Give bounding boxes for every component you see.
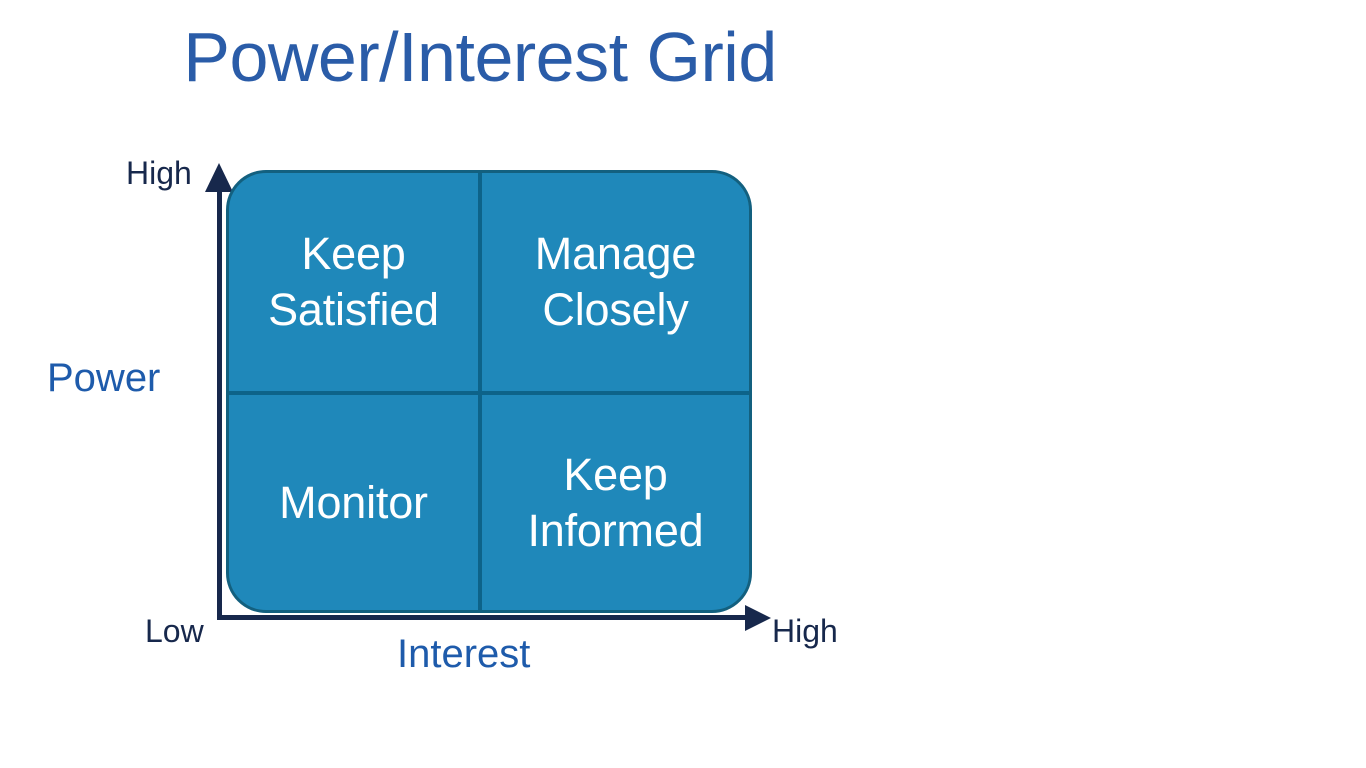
y-axis-line (217, 188, 222, 620)
quadrant-label-line: Keep (563, 448, 668, 500)
x-axis-high-label: High (772, 613, 838, 649)
x-axis-low-label: Low (145, 613, 204, 649)
quadrant-label-line: Keep (301, 228, 406, 279)
x-axis-line (217, 615, 747, 620)
quadrant-label-line: Closely (542, 284, 689, 335)
y-axis-high-label: High (126, 155, 192, 191)
x-axis-title: Interest (397, 632, 531, 676)
x-axis-arrow-icon (745, 605, 771, 631)
y-axis-arrow-icon (205, 163, 233, 192)
quadrant-keep-informed[interactable]: Keep Informed (482, 395, 749, 610)
power-interest-matrix: Keep Satisfied Manage Closely Monitor Ke… (226, 170, 752, 613)
matrix-horizontal-divider (229, 391, 749, 395)
quadrant-monitor-label: Monitor (279, 475, 428, 531)
quadrant-manage-closely[interactable]: Manage Closely (482, 173, 749, 391)
quadrant-label-line: Informed (527, 504, 704, 556)
y-axis-title: Power (47, 356, 161, 400)
quadrant-keep-satisfied[interactable]: Keep Satisfied (229, 173, 478, 391)
page-title: Power/Interest Grid (183, 18, 777, 96)
quadrant-keep-informed-label: Keep Informed (528, 447, 704, 559)
quadrant-label-line: Manage (534, 228, 697, 279)
quadrant-label-line: Satisfied (268, 284, 439, 335)
quadrant-monitor[interactable]: Monitor (229, 395, 478, 610)
quadrant-manage-closely-label: Manage Closely (534, 226, 697, 338)
quadrant-label-line: Monitor (279, 476, 428, 528)
quadrant-keep-satisfied-label: Keep Satisfied (268, 226, 439, 338)
